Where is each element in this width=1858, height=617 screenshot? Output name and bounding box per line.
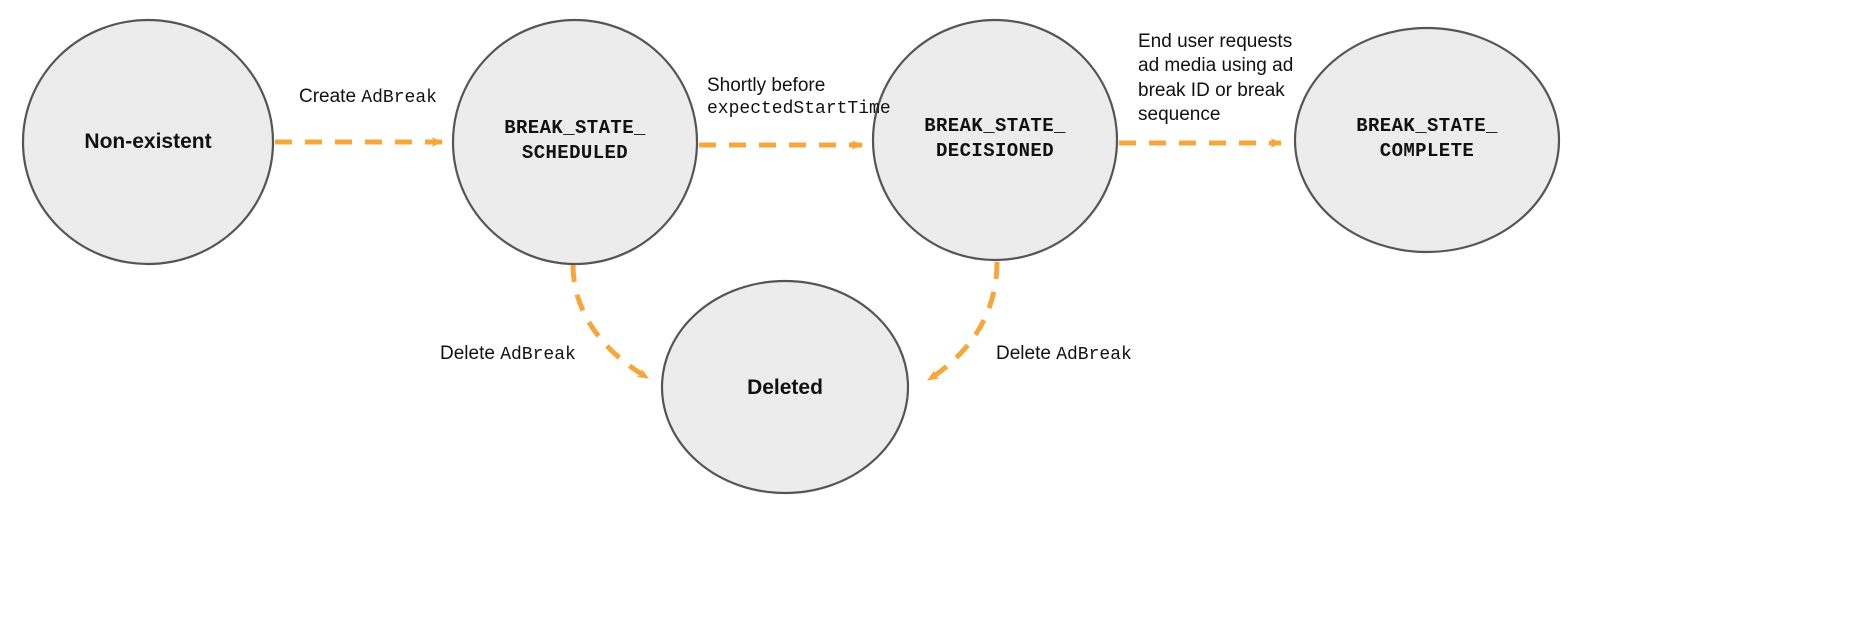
node-break-state-scheduled[interactable]: [451, 18, 699, 266]
node-non-existent[interactable]: [21, 18, 275, 266]
edge-delete-adbreak-from-scheduled: [570, 264, 650, 381]
node-break-state-complete[interactable]: [1293, 26, 1561, 254]
node-deleted[interactable]: [660, 279, 910, 495]
edge-delete-adbreak-from-decisioned: [926, 261, 1000, 383]
node-break-state-decisioned[interactable]: [871, 18, 1119, 262]
